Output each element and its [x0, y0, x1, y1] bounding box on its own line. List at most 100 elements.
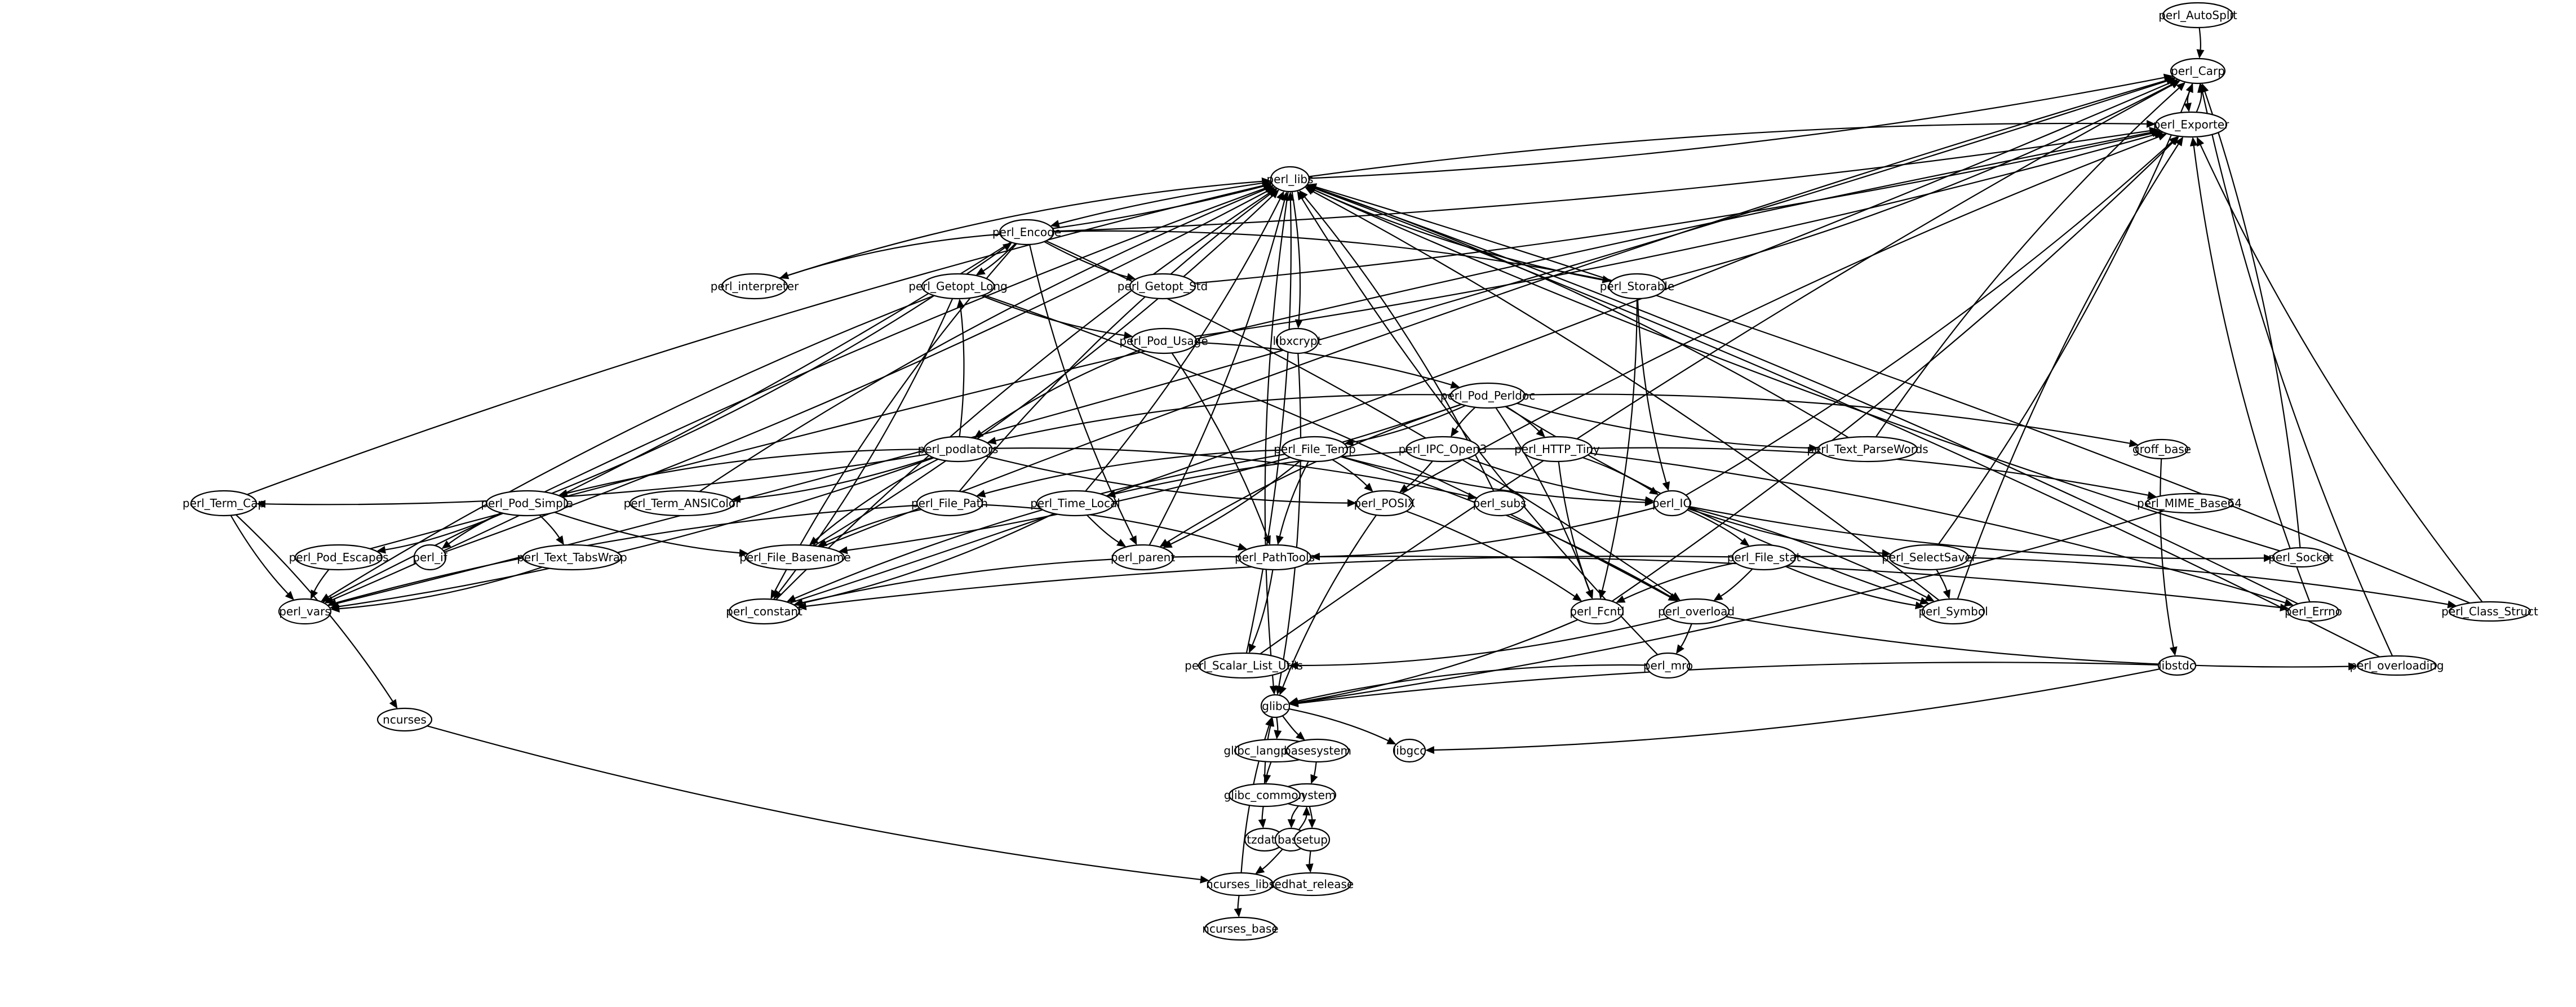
node-perl_podlators[interactable]: perl_podlators: [918, 436, 999, 463]
edge-perl_Pod_Perldoc-to-groff_base: [1524, 393, 2130, 444]
edge-setup-to-redhat_release: [1309, 850, 1311, 864]
node-perl_Errno[interactable]: perl_Errno: [2285, 601, 2342, 622]
node-perl_parent[interactable]: perl_parent: [1111, 544, 1175, 571]
node-redhat_release[interactable]: redhat_release: [1270, 872, 1354, 897]
node-ncurses[interactable]: ncurses: [376, 707, 433, 732]
node-label: libstdc: [2158, 659, 2196, 672]
arrowhead-icon: [1676, 644, 1684, 654]
node-ncurses_base[interactable]: ncurses_base: [1202, 916, 1279, 941]
node-libgcc[interactable]: libgcc: [1393, 738, 1426, 763]
node-perl_Carp[interactable]: perl_Carp: [2170, 57, 2226, 85]
node-glibc[interactable]: glibc: [1260, 694, 1291, 718]
node-perl_File_stat[interactable]: perl_File_stat: [1727, 544, 1801, 571]
node-ellipse: [1405, 436, 1480, 463]
node-perl_MIME_Base64[interactable]: perl_MIME_Base64: [2137, 493, 2242, 514]
arrowhead-icon: [1286, 192, 1294, 201]
arrowhead-icon: [1386, 737, 1396, 744]
node-label: basesystem: [1284, 744, 1351, 757]
edge-perl_parent-to-perl_libs: [1149, 199, 1285, 546]
node-perl_Socket[interactable]: perl_Socket: [2268, 547, 2334, 568]
node-perl_IPC_Open3[interactable]: perl_IPC_Open3: [1399, 436, 1487, 463]
node-label: perl_Time_Local: [1030, 496, 1120, 510]
edge-ncurses_libs-to-ncurses_base: [1237, 895, 1240, 909]
node-perl_Storable[interactable]: perl_Storable: [1600, 273, 1675, 300]
node-label: perl_Exporter: [2153, 118, 2230, 131]
node-perl_Pod_Simple[interactable]: perl_Pod_Simple: [481, 490, 573, 517]
arrowhead-icon: [770, 589, 779, 600]
node-perl_vars[interactable]: perl_vars: [278, 598, 332, 625]
node-label: perl_File_stat: [1727, 551, 1801, 564]
node-label: perl_Encode: [992, 225, 1061, 239]
node-perl_Fcntl[interactable]: perl_Fcntl: [1569, 598, 1625, 625]
node-perl_Text_TabsWrap[interactable]: perl_Text_TabsWrap: [517, 544, 627, 571]
node-perl_Getopt_Std[interactable]: perl_Getopt_Std: [1118, 273, 1208, 300]
node-label: perl_Term_ANSIColor: [624, 496, 741, 510]
node-perl_constant[interactable]: perl_constant: [726, 598, 802, 625]
node-perl_libs[interactable]: perl_libs: [1266, 166, 1314, 193]
arrowhead-icon: [1050, 220, 1060, 228]
node-perl_subs[interactable]: perl_subs: [1473, 490, 1527, 517]
node-label: perl_Storable: [1600, 280, 1675, 293]
node-basesystem[interactable]: basesystem: [1284, 738, 1351, 763]
node-perl_File_Path[interactable]: perl_File_Path: [911, 490, 988, 517]
node-perl_Term_Cap[interactable]: perl_Term_Cap: [183, 490, 265, 517]
node-perl_Term_ANSIColor[interactable]: perl_Term_ANSIColor: [624, 490, 741, 517]
node-perl_if[interactable]: perl_if: [413, 544, 448, 571]
node-label: perl_Term_Cap: [183, 496, 265, 510]
node-perl_Class_Struct[interactable]: perl_Class_Struct: [2441, 601, 2538, 622]
edge-glibc_langpack_en-to-glibc_common: [1266, 761, 1272, 775]
arrowhead-icon: [2147, 119, 2156, 128]
node-libxcrypt[interactable]: libxcrypt: [1273, 327, 1322, 354]
node-label: perl_Pod_Perldoc: [1440, 389, 1535, 402]
edge-ncurses-to-ncurses_libs: [427, 725, 1201, 880]
node-ellipse: [1238, 544, 1312, 571]
edge-perl_File_Temp-to-perl_overload: [1340, 456, 1671, 597]
edge-glibc-to-libgcc: [1288, 708, 1389, 742]
edge-libxcrypt-to-glibc: [1278, 353, 1302, 686]
node-perl_Pod_Perldoc[interactable]: perl_Pod_Perldoc: [1440, 382, 1535, 409]
node-perl_Getopt_Long[interactable]: perl_Getopt_Long: [908, 273, 1008, 300]
node-ellipse: [2135, 438, 2189, 460]
node-perl_AutoSplit[interactable]: perl_AutoSplit: [2158, 2, 2237, 29]
node-perl_IO[interactable]: perl_IO: [1652, 490, 1692, 517]
node-perl_File_Temp[interactable]: perl_File_Temp: [1274, 436, 1356, 463]
arrowhead-icon: [1255, 866, 1265, 875]
node-perl_overloading[interactable]: perl_overloading: [2349, 655, 2444, 676]
node-perl_SelectSaver[interactable]: perl_SelectSaver: [1882, 544, 1977, 571]
node-ellipse: [1662, 598, 1730, 625]
node-ellipse: [278, 598, 332, 625]
node-label: perl_interpreter: [711, 280, 799, 293]
arrowhead-icon: [2169, 646, 2178, 656]
node-perl_HTTP_Tiny[interactable]: perl_HTTP_Tiny: [1514, 436, 1600, 463]
node-perl_Text_ParseWords[interactable]: perl_Text_ParseWords: [1807, 436, 1928, 463]
arrowhead-icon: [817, 539, 828, 547]
node-perl_Exporter[interactable]: perl_Exporter: [2153, 111, 2230, 138]
node-setup[interactable]: setup: [1293, 827, 1331, 852]
node-perl_PathTools[interactable]: perl_PathTools: [1235, 544, 1315, 571]
edge-perl_Encode-to-perl_Storable: [1053, 230, 1603, 280]
node-libstdc[interactable]: libstdc: [2157, 655, 2197, 676]
node-ellipse: [376, 707, 433, 732]
node-perl_interpreter[interactable]: perl_interpreter: [711, 273, 799, 300]
edge-bash-to-ncurses_libs: [1262, 849, 1283, 870]
edge-perl_HTTP_Tiny-to-perl_Errno: [1590, 453, 2286, 604]
node-perl_Symbol[interactable]: perl_Symbol: [1918, 598, 1988, 625]
node-perl_POSIX[interactable]: perl_POSIX: [1354, 490, 1416, 517]
node-groff_base[interactable]: groff_base: [2132, 438, 2191, 460]
node-perl_Pod_Usage[interactable]: perl_Pod_Usage: [1119, 327, 1208, 354]
arrowhead-icon: [1237, 543, 1248, 551]
node-ncurses_libs[interactable]: ncurses_libs: [1206, 872, 1275, 897]
node-glibc_common[interactable]: glibc_common: [1224, 783, 1306, 808]
node-perl_Scalar_List_Utils[interactable]: perl_Scalar_List_Utils: [1185, 652, 1303, 679]
edge-perl_Fcntl-to-glibc: [1298, 619, 1579, 703]
node-perl_Encode[interactable]: perl_Encode: [992, 219, 1061, 246]
node-perl_overload[interactable]: perl_overload: [1658, 598, 1735, 625]
node-ellipse: [2154, 111, 2228, 138]
node-perl_File_Basename[interactable]: perl_File_Basename: [739, 544, 851, 571]
node-label: perl_Scalar_List_Utils: [1185, 659, 1303, 672]
node-perl_mro[interactable]: perl_mro: [1643, 652, 1693, 679]
edge-perl_Pod_Escapes-to-perl_Exporter: [370, 131, 2152, 549]
arrowhead-icon: [2129, 439, 2139, 447]
node-perl_Pod_Escapes[interactable]: perl_Pod_Escapes: [289, 544, 389, 571]
node-perl_Time_Local[interactable]: perl_Time_Local: [1030, 490, 1120, 517]
